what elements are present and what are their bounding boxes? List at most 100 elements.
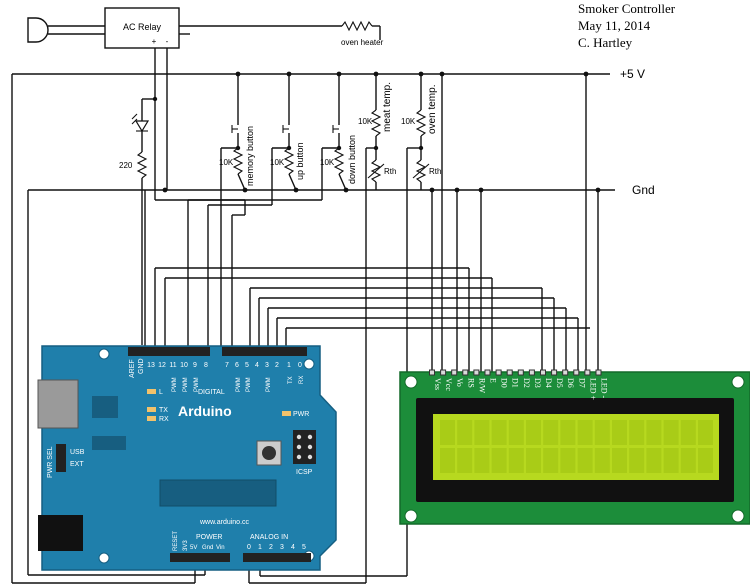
pin-8-label: 8 [204, 362, 208, 369]
lcd-pin-label: LED - [600, 378, 609, 399]
lcd-char-cell [698, 448, 713, 473]
lcd-pin-label: D3 [533, 378, 542, 388]
lcd-char-cell [457, 420, 473, 445]
lcd-char-cell [577, 420, 593, 445]
lcd-char-cell [663, 448, 679, 473]
meat-probe-resistor-label: 10K [358, 117, 373, 126]
up-button-circuit: 10K up button [270, 74, 305, 205]
usb-label: USB [70, 449, 85, 456]
lcd-pin-label: R/W [477, 378, 486, 394]
pin-4-label: 4 [255, 362, 259, 369]
title-block: Smoker Controller May 11, 2014 C. Hartle… [578, 1, 676, 50]
lcd-char-cell [440, 420, 455, 445]
lcd-pin-pad [506, 369, 513, 376]
led-tx-indicator [147, 407, 156, 412]
oven-heater: oven heater [179, 20, 384, 47]
memory-pulldown-label: 10K [219, 158, 234, 167]
lcd-char-cell [612, 448, 627, 473]
lcd-pin-pad [562, 369, 569, 376]
arduino-brand: Arduino [178, 403, 232, 419]
meat-temp-label: meat temp. [382, 82, 393, 132]
lcd-pin-label: D7 [577, 378, 586, 388]
lcd-char-cell [457, 448, 473, 473]
dc-jack [38, 515, 83, 551]
ac-relay-label: AC Relay [123, 22, 162, 32]
lcd-pin-label: RS [466, 378, 475, 388]
pin-5-label: 5 [245, 362, 249, 369]
led-pwr-indicator [282, 411, 291, 416]
lcd-char-cell [612, 420, 627, 445]
a0-label: 0 [247, 544, 251, 551]
down-button-circuit: 10K down button [320, 74, 357, 200]
wiring [11, 74, 599, 584]
lcd-pin-label: D2 [522, 378, 531, 388]
lcd-char-cell [543, 448, 559, 473]
lcd-pin-pad [495, 369, 502, 376]
pwr-led-label: PWR [293, 411, 309, 418]
pwr-sel-label: PWR SEL [47, 446, 54, 478]
meat-thermistor-label: Rth [384, 167, 396, 176]
lcd-char-cell [680, 448, 696, 473]
lcd-char-cell [508, 448, 524, 473]
reset-button[interactable] [256, 440, 282, 466]
oven-heater-label: oven heater [341, 38, 384, 47]
a4-label: 4 [291, 544, 295, 551]
lcd-char-cell [560, 420, 576, 445]
pin-3-label: 3 [265, 362, 269, 369]
title-line-3: C. Hartley [578, 35, 633, 50]
lcd-pin-pad [584, 369, 591, 376]
lcd-pin-pad [429, 369, 435, 376]
pin-0-label: 0 [298, 362, 302, 369]
a2-label: 2 [269, 544, 273, 551]
lcd-char-cell [474, 448, 490, 473]
lcd-char-cell [594, 448, 610, 473]
a1-label: 1 [258, 544, 262, 551]
lcd-char-cell [560, 448, 576, 473]
ac-relay: AC Relay + - [104, 7, 180, 49]
lcd-pin-pad [540, 369, 546, 376]
lcd-pin-label: Vcc [444, 378, 453, 391]
relay-plus-label: + [152, 37, 157, 46]
lcd-pin-pad [595, 369, 602, 376]
lcd-pin-label: D0 [500, 378, 509, 388]
lcd-pin-label: LED + [588, 378, 597, 401]
up-pulldown-label: 10K [270, 158, 285, 167]
pwm-label-3: PWM [266, 377, 272, 392]
pwm-label-11: PWM [172, 377, 178, 392]
lcd-pin-pad [462, 369, 469, 376]
icsp-header [293, 430, 316, 464]
analog-in-label: ANALOG IN [250, 534, 288, 541]
lcd-character-grid [440, 420, 713, 473]
rail-5v: +5 V [12, 67, 645, 81]
lcd-char-cell [646, 448, 662, 473]
pin-6-label: 6 [235, 362, 239, 369]
digital-label: DIGITAL [198, 389, 225, 396]
rail-gnd-label: Gnd [632, 183, 655, 197]
pwr-sel-jumper[interactable] [56, 444, 66, 472]
3v3-pin-label: 3V3 [183, 540, 189, 551]
memory-button-label: memory button [245, 126, 255, 186]
lcd-char-cell [491, 420, 507, 445]
pin-10-label: 10 [180, 362, 188, 369]
relay-minus-label: - [166, 37, 169, 46]
aref-label: AREF [129, 359, 136, 378]
pin-13-label: 13 [147, 362, 155, 369]
ac-plug [27, 17, 105, 43]
oven-thermistor-label: Rth [429, 167, 441, 176]
lcd-pin-pad [528, 369, 535, 376]
pwm-label-5: PWM [246, 377, 252, 392]
lcd-char-cell [680, 420, 696, 445]
meat-temp-probe: 10K Rth meat temp. [358, 74, 396, 583]
lcd-pin-pad [517, 369, 524, 376]
lcd-pin-label: D5 [555, 378, 564, 388]
a3-label: 3 [280, 544, 284, 551]
pin-1-label: 1 [287, 362, 291, 369]
oven-temp-label: oven temp. [427, 85, 438, 134]
tx-pin-label: TX [288, 376, 294, 384]
vin-pin-label: Vin [216, 545, 225, 551]
lcd-pin-pad [484, 369, 491, 376]
rx-pin-label: RX [299, 376, 305, 384]
lcd-char-cell [646, 420, 662, 445]
lcd-char-cell [526, 448, 541, 473]
lcd-char-cell [629, 448, 645, 473]
